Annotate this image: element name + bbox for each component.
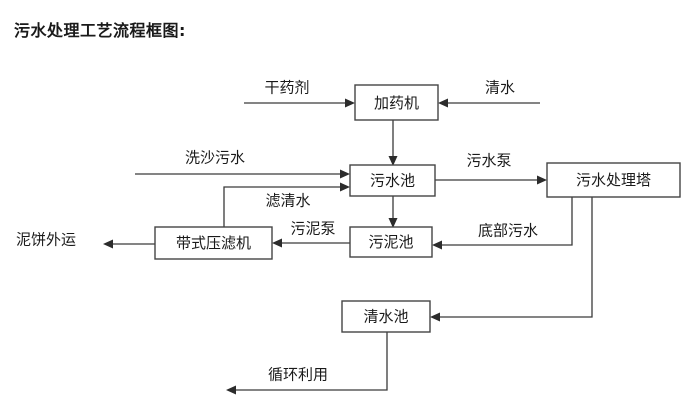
node-belt-filter-press[interactable]: 带式压滤机: [154, 226, 273, 260]
edge-wastewater-pump-label: 污水泵: [466, 152, 511, 170]
edge-recycle-label: 循环利用: [268, 366, 328, 384]
edge-dry-chemical: 干药剂: [244, 79, 355, 108]
node-wastewater-pool[interactable]: 污水池: [349, 164, 436, 197]
node-sludge-pool-box[interactable]: [349, 226, 433, 258]
node-dosing-machine-box[interactable]: [354, 84, 439, 121]
edge-recycle-arrowhead: [226, 385, 236, 395]
page-title: 污水处理工艺流程框图:: [14, 21, 186, 40]
edge-sludge-pump: 污泥泵: [272, 220, 350, 248]
node-clear-water-pool[interactable]: 清水池: [341, 300, 431, 333]
edge-sludge-pump-label: 污泥泵: [290, 220, 335, 238]
edge-mud-cake: [103, 239, 155, 249]
edge-tower-to-clear-water-arrowhead: [430, 312, 440, 322]
edge-pool-to-sludge-arrowhead: [388, 218, 398, 228]
node-dosing-machine[interactable]: 加药机: [354, 84, 439, 121]
node-clear-water-pool-label: 清水池: [363, 308, 408, 326]
node-wastewater-pool-box[interactable]: [349, 164, 436, 197]
edge-clean-water: 清水: [438, 79, 540, 108]
edge-dosing-to-pool-arrowhead: [388, 156, 398, 166]
edge-filtered-water-arrowhead: [340, 182, 350, 192]
edge-bottom-wastewater: 底部污水: [432, 197, 573, 250]
node-belt-filter-press-label: 带式压滤机: [176, 234, 251, 252]
edge-recycle: 循环利用: [226, 332, 388, 395]
edge-sand-washing-label: 洗沙污水: [185, 149, 245, 167]
edge-dry-chemical-arrowhead: [345, 98, 355, 108]
edge-bottom-wastewater-line: [437, 197, 573, 246]
edge-dry-chemical-label: 干药剂: [264, 79, 309, 97]
node-clear-water-pool-box[interactable]: [341, 300, 431, 333]
edge-clean-water-arrowhead: [438, 98, 448, 108]
edge-recycle-line: [232, 332, 388, 391]
node-wastewater-pool-label: 污水池: [370, 172, 415, 190]
edge-wastewater-pump-arrowhead: [537, 175, 547, 185]
edge-bottom-wastewater-arrowhead: [432, 240, 442, 250]
edge-filtered-water-line: [223, 186, 345, 227]
node-belt-filter-press-box[interactable]: [154, 226, 273, 260]
node-wastewater-treatment-tower-box[interactable]: [546, 162, 681, 198]
edge-sand-washing-wastewater: 洗沙污水: [135, 149, 350, 179]
edge-clean-water-label: 清水: [485, 79, 515, 97]
edge-wastewater-pump: 污水泵: [435, 152, 547, 185]
node-sludge-pool-label: 污泥池: [368, 233, 413, 251]
edge-dosing-to-pool: [388, 120, 398, 166]
node-dosing-machine-label: 加药机: [374, 94, 419, 112]
edge-filtered-water: 滤清水: [223, 182, 350, 227]
edge-bottom-wastewater-label: 底部污水: [478, 222, 538, 240]
edge-filtered-water-label: 滤清水: [265, 192, 310, 210]
edge-sand-washing-arrowhead: [340, 169, 350, 179]
edge-mud-cake-arrowhead: [103, 239, 113, 249]
node-sludge-pool[interactable]: 污泥池: [349, 226, 433, 258]
edge-pool-to-sludge: [388, 196, 398, 228]
edge-tower-to-clear-water-line: [435, 197, 593, 318]
edge-sludge-pump-arrowhead: [272, 238, 282, 248]
edge-tower-to-clear-water: [430, 197, 593, 322]
node-wastewater-treatment-tower-label: 污水处理塔: [576, 171, 651, 189]
node-wastewater-treatment-tower[interactable]: 污水处理塔: [546, 162, 681, 198]
terminal-mud-cake-output: 泥饼外运: [16, 231, 76, 249]
